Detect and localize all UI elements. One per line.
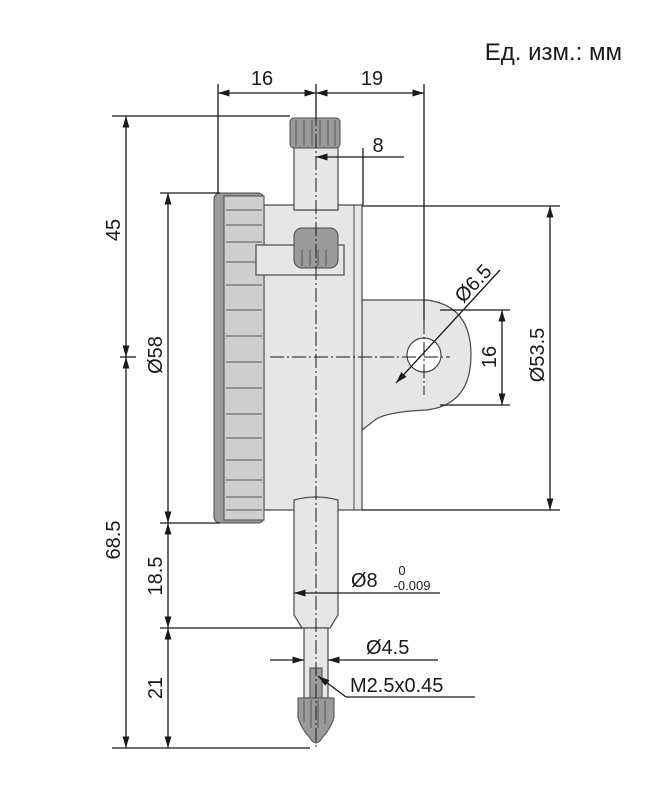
dimension-lines [112,84,560,749]
dim-top-left: 16 [251,68,273,90]
dim-tip-length: 21 [145,677,167,699]
dim-spindle-diameter: Ø4.5 [366,637,409,659]
dim-cap-offset: 8 [372,135,383,157]
dim-stem-diameter: Ø8 [351,570,378,592]
dim-lug-height: 16 [479,346,501,368]
contact-point-knurling [303,700,326,728]
dim-thread: M2.5x0.45 [350,675,443,697]
dim-body-diameter: Ø53.5 [527,328,549,382]
cap-knob [289,117,341,149]
cap-knurling [295,120,336,146]
dim-height-upper: 45 [103,219,125,241]
dim-stem-length: 18.5 [145,557,167,596]
dim-dial-diameter: Ø58 [145,336,167,374]
dim-top-right: 19 [361,68,383,90]
bezel-knurling [226,209,262,511]
lock-screw-knurling [301,250,327,266]
dim-lug-hole: Ø6.5 [451,261,497,308]
indicator-body [213,90,472,748]
dim-stem-tol-upper: 0 [398,563,405,578]
dim-height-lower: 68.5 [103,521,125,560]
dim-stem-tol-lower: -0.009 [394,578,431,593]
units-label: Ед. изм.: мм [485,39,622,66]
